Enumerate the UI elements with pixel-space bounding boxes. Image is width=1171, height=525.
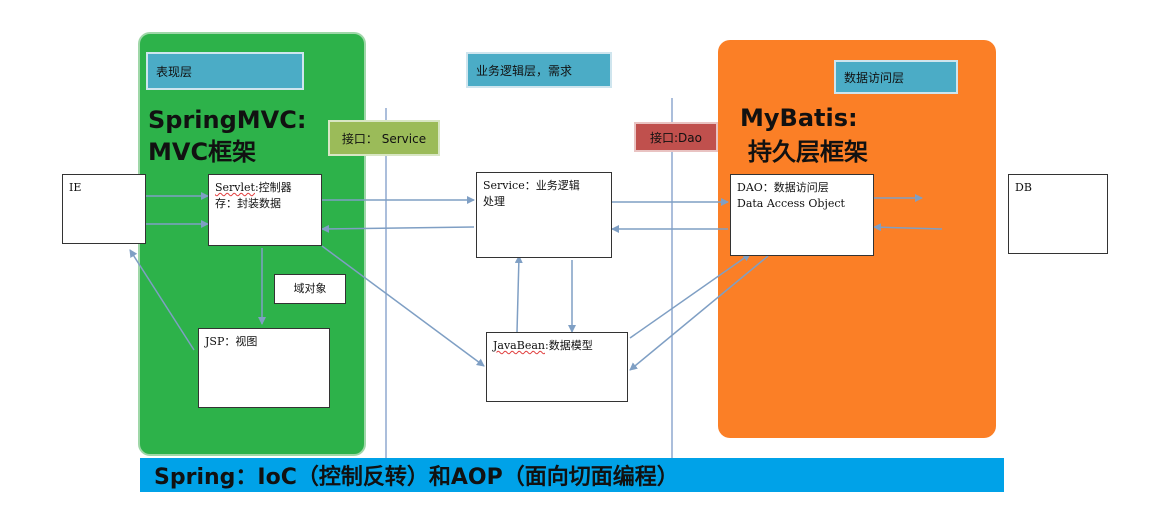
servlet-node-line1: Servlet:控制器 (215, 180, 315, 196)
business-layer-tag: 业务逻辑层，需求 (466, 52, 612, 88)
domain-object-node: 域对象 (274, 274, 346, 304)
servlet-node-name: Servlet (215, 181, 255, 194)
service-node-line1: Service：业务逻辑 (483, 179, 580, 192)
arrow-service-to-servlet (321, 224, 475, 233)
db-node: DB (1008, 174, 1108, 254)
mybatis-title: MyBatis: (740, 104, 858, 132)
dao-interface-tag: 接口:Dao (634, 122, 718, 152)
dao-node: DAO：数据访问层 Data Access Object (730, 174, 874, 256)
javabean-node-name: JavaBean (493, 339, 545, 352)
javabean-node-role: :数据模型 (544, 339, 593, 352)
ie-node: IE (62, 174, 146, 244)
service-interface-tag: 接口： Service (328, 120, 440, 156)
presentation-layer-tag: 表现层 (146, 52, 304, 90)
javabean-node: JavaBean:数据模型 (486, 332, 628, 402)
servlet-node: Servlet:控制器 存：封装数据 (208, 174, 322, 246)
arrow-jsp-to-ie (129, 249, 195, 351)
arrow-javabean-to-dao (629, 253, 751, 339)
jsp-node: JSP：视图 (198, 328, 330, 408)
service-node-line2: 处理 (483, 195, 505, 208)
mybatis-subtitle: 持久层框架 (748, 138, 868, 166)
service-node: Service：业务逻辑 处理 (476, 172, 612, 258)
data-access-layer-tag: 数据访问层 (834, 60, 958, 94)
arrow-dao-to-javabean (629, 255, 769, 371)
dao-node-line1: DAO：数据访问层 (737, 181, 829, 194)
springmvc-subtitle: MVC框架 (148, 138, 257, 166)
spring-banner: Spring：IoC（控制反转）和AOP（面向切面编程） (140, 458, 1004, 492)
servlet-node-role: :控制器 (254, 181, 292, 194)
dao-node-line2: Data Access Object (737, 197, 845, 210)
servlet-node-line2: 存：封装数据 (215, 197, 281, 210)
arrow-javabean-to-service (514, 255, 523, 333)
springmvc-title: SpringMVC: (148, 106, 307, 134)
arrow-servlet-to-javabean (321, 245, 485, 367)
arrow-db-to-dao (873, 223, 943, 232)
